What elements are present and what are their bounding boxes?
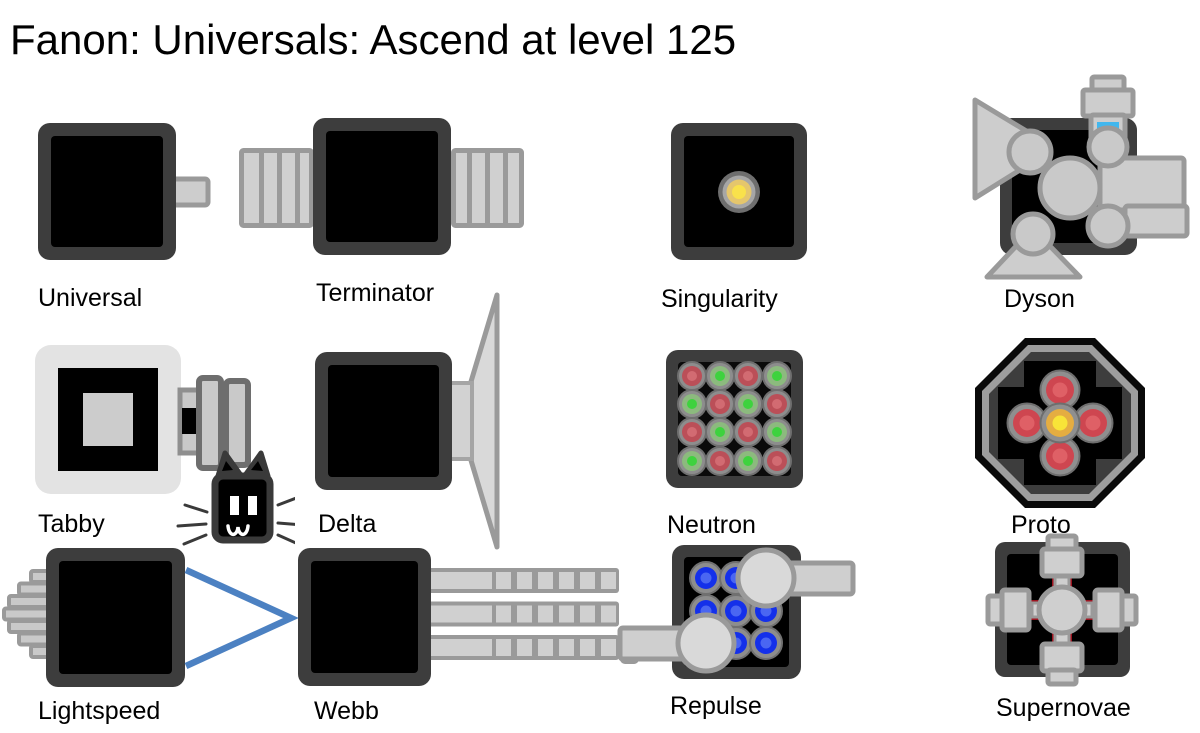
- tank-webb-figure: [298, 548, 639, 686]
- tank-supernovae-label: Supernovae: [996, 694, 1131, 722]
- tank-repulse-figure: [617, 545, 856, 679]
- tank-body: [46, 548, 185, 687]
- tank-terminator-label: Terminator: [316, 279, 435, 307]
- singularity-core: [718, 171, 760, 213]
- tank-singularity-figure: [671, 123, 807, 260]
- octagon-body: [975, 338, 1145, 508]
- segmented-cannons: [426, 568, 639, 664]
- tank-delta-label: Delta: [318, 510, 377, 538]
- tank-tabby-label: Tabby: [38, 510, 105, 538]
- tank-singularity-label: Singularity: [661, 285, 778, 313]
- tank-lightspeed-label: Lightspeed: [38, 697, 161, 725]
- tank-body: [38, 123, 176, 260]
- cannon: [177, 375, 251, 471]
- auto-turret-bottom-left: [617, 612, 737, 674]
- tank-universal-figure: [38, 123, 211, 260]
- ribbed-cannon-right: [451, 148, 524, 228]
- tank-lightspeed-figure: [2, 548, 299, 687]
- tank-delta-figure: [315, 292, 500, 550]
- center-hub: [1036, 584, 1088, 636]
- tank-universal-label: Universal: [38, 284, 143, 312]
- tank-supernovae-figure: [985, 533, 1139, 687]
- spawner-trapezoid: [446, 292, 500, 550]
- cat-eye-right: [248, 496, 257, 515]
- cat-icon: [176, 450, 295, 546]
- tank-dyson-label: Dyson: [1004, 285, 1075, 313]
- ribbed-cannon-left: [239, 148, 314, 228]
- tank-body: [313, 118, 451, 255]
- tank-repulse-label: Repulse: [670, 692, 762, 720]
- tank-body: [315, 352, 452, 490]
- auto-turret-top-right: [735, 547, 856, 609]
- launcher-arms: [985, 533, 1139, 687]
- tank-webb-label: Webb: [314, 697, 379, 725]
- tank-tabby-figure: [35, 345, 295, 546]
- cat-eye-left: [230, 496, 239, 515]
- tank-body: [58, 368, 158, 471]
- blue-chevron: [184, 567, 299, 669]
- tank-neutron-figure: [666, 350, 803, 488]
- page-title: Fanon: Universals: Ascend at level 125: [10, 16, 737, 63]
- cat-head: [211, 472, 274, 544]
- whiskers: [176, 496, 295, 546]
- tank-proto-figure: [975, 338, 1145, 508]
- tank-dyson-figure: [972, 74, 1190, 280]
- tank-proto-label: Proto: [1011, 511, 1071, 539]
- center-hub: [1037, 155, 1103, 221]
- cat-mouth: [226, 524, 250, 537]
- tank-body: [298, 548, 431, 686]
- tank-terminator-figure: [239, 118, 524, 255]
- tank-neutron-label: Neutron: [667, 511, 756, 539]
- joint-circles: [1006, 125, 1131, 257]
